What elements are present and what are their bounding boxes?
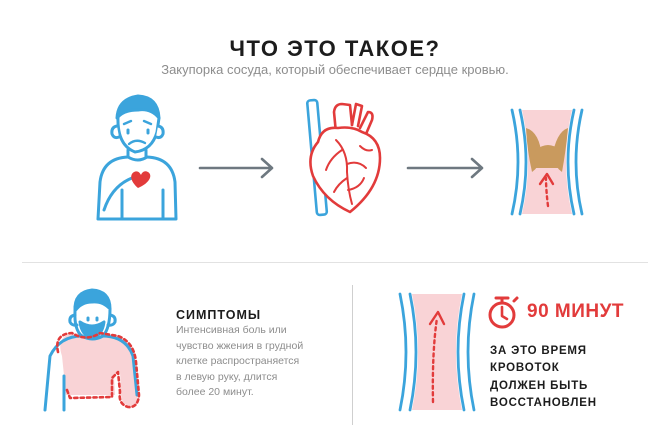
heart-icon [131, 171, 151, 188]
timer-line: ЗА ЭТО ВРЕМЯ [490, 345, 587, 357]
column-divider [352, 285, 353, 425]
timer-label: 90 МИНУТ [527, 301, 625, 322]
page-subtitle: Закупорка сосуда, который обеспечивает с… [161, 62, 509, 77]
timer-line: ВОССТАНОВЛЕН [490, 396, 597, 409]
timer-line: ДОЛЖЕН БЫТЬ [490, 379, 589, 392]
pain-area-man-icon [43, 288, 141, 412]
symptoms-line: более 20 минут. [176, 386, 254, 399]
anatomical-heart-icon [306, 98, 382, 217]
section-divider [22, 262, 648, 263]
sad-man-icon [96, 94, 178, 221]
page-title: ЧТО ЭТО ТАКОЕ? [229, 36, 441, 61]
symptoms-line: чувство жжения в грудной [176, 339, 304, 352]
timer-line: КРОВОТОК [490, 362, 560, 375]
arrow-right-icon [198, 157, 274, 179]
timer-description: ЗА ЭТО ВРЕМЯ КРОВОТОК ДОЛЖЕН БЫТЬ ВОССТА… [490, 343, 660, 412]
arrow-right-icon [406, 157, 484, 179]
blocked-artery-icon [510, 108, 584, 216]
open-artery-icon [398, 292, 476, 412]
symptoms-line: клетке распространяется [176, 355, 300, 368]
symptoms-line: в левую руку, длится [176, 370, 278, 383]
stopwatch-icon [488, 296, 519, 329]
symptoms-line: Интенсивная боль или [176, 324, 287, 336]
symptoms-title: СИМПТОМЫ [176, 308, 262, 322]
symptoms-description: Интенсивная боль или чувство жжения в гр… [176, 323, 334, 401]
